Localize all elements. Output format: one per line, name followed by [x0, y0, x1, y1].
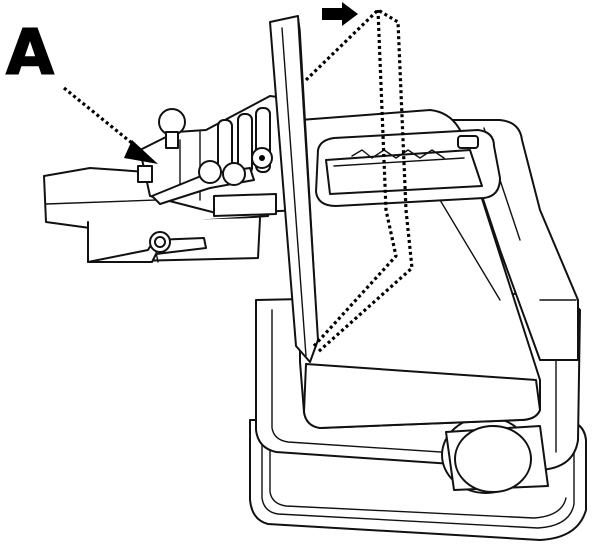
fence-mechanism: [137, 95, 301, 217]
callout-label-a: A: [5, 16, 54, 89]
fence-plate: [269, 15, 319, 363]
blade-guard: [315, 129, 501, 207]
fence-tilted-dashed-outline: [304, 8, 414, 354]
tilt-direction-arrow: [322, 2, 358, 26]
callout-leader-arrow: [62, 86, 158, 164]
